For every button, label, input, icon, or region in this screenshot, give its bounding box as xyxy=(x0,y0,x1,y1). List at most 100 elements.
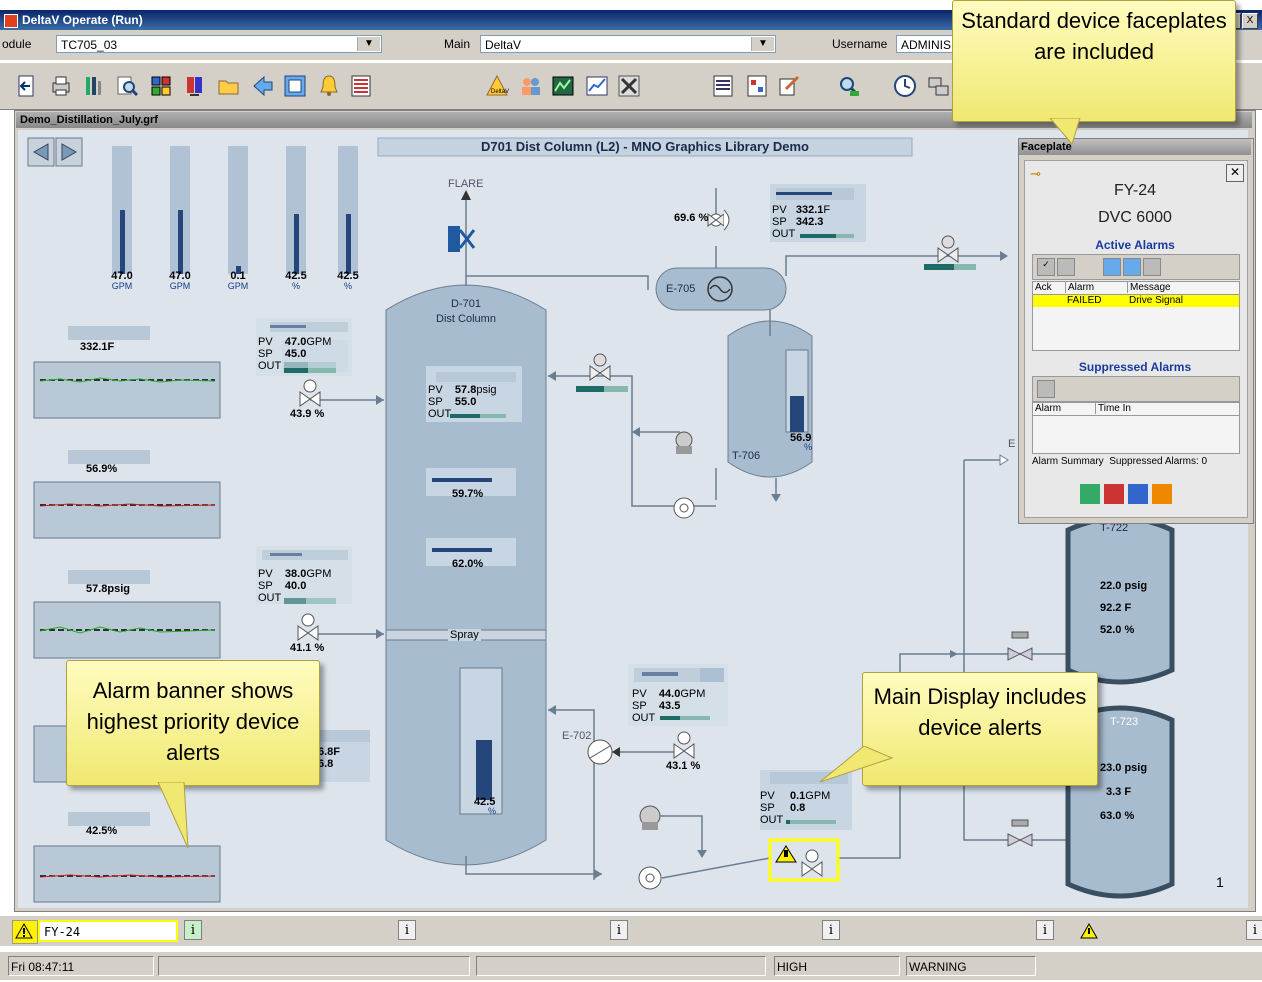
alarm-list-icon[interactable] xyxy=(1104,484,1124,504)
bell-icon[interactable] xyxy=(316,73,342,99)
pv-label: PV xyxy=(632,688,647,700)
pv-label: PV xyxy=(428,384,443,396)
info-button-5[interactable]: i xyxy=(1036,920,1054,940)
info-button-4[interactable]: i xyxy=(822,920,840,940)
tank-t722[interactable] xyxy=(1065,515,1175,685)
valve-mid-value: 43.1 % xyxy=(666,760,701,772)
suppress-icon[interactable] xyxy=(1143,258,1161,276)
alarm-banner-tag[interactable]: FY-24 xyxy=(38,920,178,942)
ctrl-device[interactable]: PV 0.1GPM SP 0.8 OUT xyxy=(760,790,830,826)
control-valve-mid[interactable] xyxy=(673,731,695,759)
list-icon[interactable] xyxy=(710,73,736,99)
nav-back-icon[interactable] xyxy=(27,137,55,167)
t722-label: T-722 xyxy=(1100,522,1129,534)
ctrl-left-1[interactable]: PV 47.0GPM SP 45.0 OUT xyxy=(258,336,331,372)
display-icon[interactable] xyxy=(282,73,308,99)
edit-icon[interactable] xyxy=(776,73,802,99)
pin-icon[interactable]: ⊸ xyxy=(1030,166,1041,181)
valve-t723[interactable] xyxy=(1007,819,1033,847)
status-field-2 xyxy=(158,956,470,976)
alarm-banner: FY-24 i i i i i i xyxy=(0,915,1262,946)
info-button-2[interactable]: i xyxy=(398,920,416,940)
pv-unit: GPM xyxy=(805,790,831,802)
sp-value: 0.8 xyxy=(789,802,806,814)
bars-icon[interactable] xyxy=(80,73,106,99)
pump-reflux-2[interactable] xyxy=(673,497,695,519)
control-valve-left-2[interactable] xyxy=(297,613,319,641)
control-valve-top[interactable] xyxy=(707,209,730,231)
pv-value: 38.0 xyxy=(284,568,307,580)
print-icon[interactable] xyxy=(48,73,74,99)
pump-bottom-2[interactable] xyxy=(638,866,662,890)
detail-icon[interactable] xyxy=(1080,484,1100,504)
network-icon[interactable] xyxy=(926,73,952,99)
alarm-list-icon[interactable] xyxy=(182,73,208,99)
ctrl-left-3[interactable]: 6.8F 6.8 xyxy=(318,746,340,770)
main-select[interactable]: DeltaV ▼ xyxy=(480,35,776,53)
column-d701[interactable] xyxy=(385,284,547,866)
info-button-6[interactable]: i xyxy=(1246,920,1262,940)
clock-icon[interactable] xyxy=(892,73,918,99)
pv-unit: GPM xyxy=(680,688,706,700)
valve-t722[interactable] xyxy=(1007,631,1033,661)
ctrl-left-2[interactable]: PV 38.0GPM SP 40.0 OUT xyxy=(258,568,331,604)
sp-value: 55.0 xyxy=(454,396,477,408)
ctrl-top[interactable]: PV 332.1F SP 342.3 OUT xyxy=(772,204,830,240)
col-ack: Ack xyxy=(1035,282,1052,293)
valve-left-1-value: 43.9 % xyxy=(290,408,325,420)
close-icon[interactable]: ✕ xyxy=(1226,164,1244,182)
ack-icon[interactable]: ✓ xyxy=(1037,258,1055,276)
window-titlebar: DeltaV Operate (Run) xyxy=(0,10,1262,30)
info-button-1[interactable]: i xyxy=(184,920,202,940)
chart-icon[interactable] xyxy=(584,73,610,99)
pump-reflux-1[interactable] xyxy=(675,431,693,454)
layout-icon[interactable] xyxy=(148,73,174,99)
col-alarm: Alarm xyxy=(1065,282,1094,293)
filter-all-icon[interactable] xyxy=(1123,258,1141,276)
t706-label: T-706 xyxy=(732,450,761,462)
nav-forward-icon[interactable] xyxy=(55,137,83,167)
column-level-value: 42.5 xyxy=(474,796,496,808)
faceplate-device: DVC 6000 xyxy=(1098,209,1172,226)
info-button-3[interactable]: i xyxy=(610,920,628,940)
module-select[interactable]: TC705_03 ▼ xyxy=(56,35,382,53)
filter-icon[interactable] xyxy=(1103,258,1121,276)
exchanger-e705[interactable] xyxy=(655,267,787,311)
t723-value-1: 23.0 psig xyxy=(1100,762,1148,774)
module-label: odule xyxy=(2,37,32,51)
pump-bottom-1[interactable] xyxy=(639,805,661,830)
faceplate-actions xyxy=(1080,484,1172,507)
trend-icon[interactable] xyxy=(1128,484,1148,504)
ctrl-column[interactable]: PV 57.8psig SP 55.0 OUT xyxy=(428,384,497,420)
diagnostics-icon[interactable] xyxy=(836,73,862,99)
module-icon[interactable] xyxy=(744,73,770,99)
search-icon[interactable] xyxy=(114,73,140,99)
back-arrow-icon[interactable] xyxy=(250,73,276,99)
event-list-icon[interactable] xyxy=(348,73,374,99)
tools-icon[interactable] xyxy=(616,73,642,99)
alarm-row[interactable]: FAILED Drive Signal xyxy=(1033,295,1239,307)
status-level: WARNING xyxy=(906,956,1036,976)
device-check-icon[interactable] xyxy=(1152,484,1172,504)
silence-icon[interactable] xyxy=(1057,258,1075,276)
page-number: 1 xyxy=(1216,874,1224,890)
trend-panel-3 xyxy=(33,601,221,659)
pressure-valve-icon[interactable] xyxy=(448,226,476,252)
close-button[interactable]: X xyxy=(1242,13,1258,29)
open-folder-icon[interactable] xyxy=(216,73,242,99)
unsuppress-icon[interactable] xyxy=(1037,380,1055,398)
control-valve-right[interactable] xyxy=(937,235,959,263)
control-valve-device[interactable] xyxy=(801,849,823,877)
sp-value: 45.0 xyxy=(284,348,307,360)
exit-icon[interactable] xyxy=(14,73,40,99)
alarm-message: Drive Signal xyxy=(1129,295,1183,306)
ctrl-mid[interactable]: PV 44.0GPM SP 43.5 OUT xyxy=(632,688,705,724)
control-valve-reflux[interactable] xyxy=(589,353,611,381)
deltav-icon[interactable]: DeltaV xyxy=(484,73,510,99)
active-alarms-table: Ack Alarm Message FAILED Drive Signal xyxy=(1032,281,1240,351)
control-valve-left-1[interactable] xyxy=(299,379,321,407)
trend-icon[interactable] xyxy=(550,73,576,99)
trend-1-value: 332.1F xyxy=(80,341,115,353)
users-icon[interactable] xyxy=(518,73,544,99)
